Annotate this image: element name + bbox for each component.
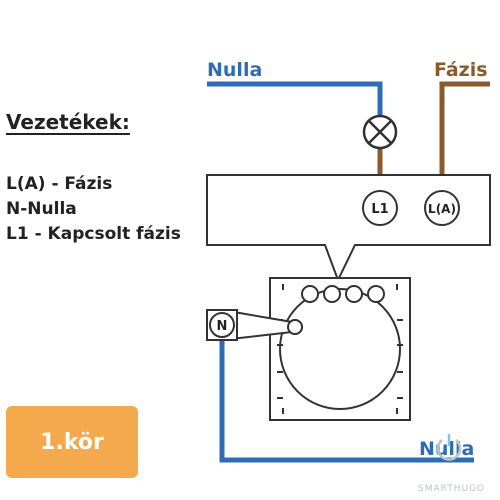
nulla-bottom-label: Nulla [419,438,474,460]
terminal-n-label: N [217,319,228,334]
legend-line-neutral: N-Nulla [6,199,77,219]
terminal-la-label: L(A) [428,202,456,216]
terminal-la: L(A) [424,190,460,226]
brand-watermark: SMARTHUGO [418,484,486,494]
circuit-badge: 1.kör [6,406,138,478]
legend-title: Vezetékek: [6,110,130,134]
switch-module [269,277,411,421]
neutral-wire-bottom [219,340,474,463]
neutral-wire-top [207,81,383,116]
circuit-badge-label: 1.kör [40,429,104,455]
terminal-l1: L1 [362,190,398,226]
phase-wire [439,81,490,193]
power-icon [436,434,462,461]
nulla-top-label: Nulla [207,59,262,81]
terminal-l1-label: L1 [371,202,388,217]
lamp-icon [362,114,398,150]
terminal-n: N [206,308,303,342]
legend-line-phase: L(A) - Fázis [6,174,113,194]
legend-line-switched: L1 - Kapcsolt fázis [6,224,181,244]
terminal-callout-box [206,174,491,283]
wire-legend: Vezetékek: L(A) - Fázis N-Nulla L1 - Kap… [6,110,181,247]
fazis-label: Fázis [434,59,488,81]
